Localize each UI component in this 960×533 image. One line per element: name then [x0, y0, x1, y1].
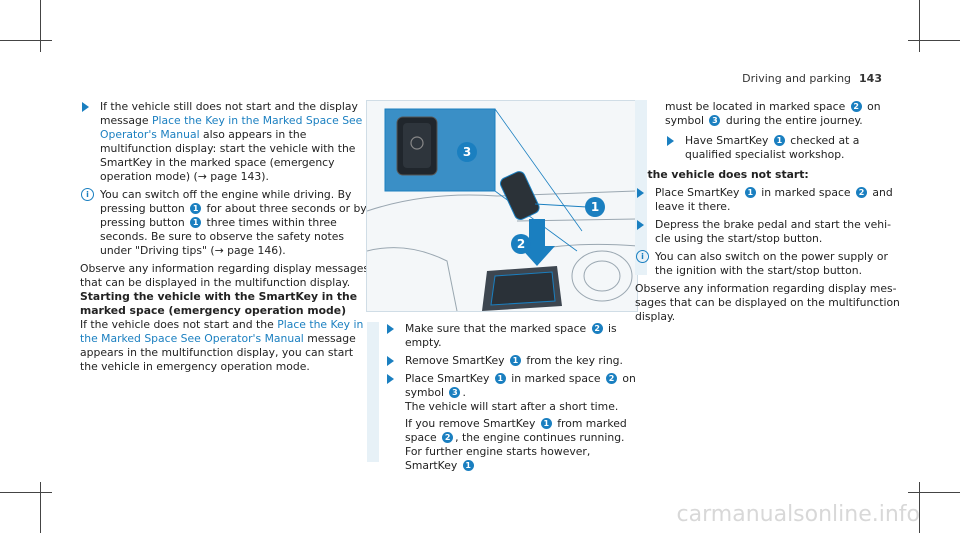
page-header: Driving and parking 143: [742, 72, 882, 85]
callout-number: 1: [773, 135, 785, 146]
section-heading: Starting the vehicle with the SmartKey i…: [80, 290, 358, 317]
crop-mark: [919, 0, 920, 52]
callout-number: 1: [462, 460, 474, 471]
page-number: 143: [859, 72, 882, 85]
step-bar: [367, 322, 379, 462]
step-arrow-icon: [637, 188, 644, 198]
info-icon: i: [81, 188, 94, 201]
callout-number: 1: [190, 203, 202, 214]
callout-1: 1: [591, 200, 599, 214]
display-message-link[interactable]: Place the Key in the Marked Space See Op…: [80, 318, 364, 345]
step-item: Place SmartKey 1 in marked space 2 and l…: [635, 186, 900, 214]
crop-mark: [0, 40, 52, 41]
callout-number: 1: [744, 187, 756, 198]
crop-mark: [40, 0, 41, 52]
step-arrow-icon: [82, 102, 89, 112]
callout-number: 2: [591, 323, 603, 334]
callout-number: 1: [540, 418, 552, 429]
callout-number: 2: [606, 373, 617, 384]
callout-2: 2: [517, 237, 525, 251]
crop-mark: [908, 40, 960, 41]
watermark: carmanualsonline.info: [676, 502, 920, 527]
step-arrow-icon: [637, 220, 644, 230]
callout-number: 1: [509, 355, 521, 366]
paragraph: must be located in marked space 2 on sym…: [665, 100, 881, 127]
callout-number: 2: [856, 187, 867, 198]
step-bar: [635, 100, 647, 275]
section-title: Driving and parking: [742, 72, 852, 85]
callout-number: 1: [190, 217, 202, 228]
console-svg: 3 1 2: [367, 101, 637, 311]
column-1: If the vehicle still does not start and …: [80, 100, 370, 374]
step-arrow-icon: [387, 324, 394, 334]
info-note: i You can also switch on the power suppl…: [635, 250, 900, 278]
crop-mark: [40, 482, 41, 533]
callout-number: 1: [494, 373, 506, 384]
step-arrow-icon: [667, 136, 674, 146]
step-arrow-icon: [387, 356, 394, 366]
callout-number: 3: [449, 387, 461, 398]
paragraph: The vehicle will start after a short tim…: [405, 400, 619, 413]
crop-mark: [919, 482, 920, 533]
info-icon: i: [636, 250, 649, 263]
display-message-link[interactable]: Place the Key in the Marked Space See Op…: [100, 114, 363, 141]
callout-number: 2: [442, 432, 454, 443]
step-item: Place SmartKey 1 in marked space 2 on sy…: [385, 372, 637, 473]
step-item: Depress the brake pedal and start the ve…: [635, 218, 900, 246]
callout-number: 3: [709, 115, 721, 126]
console-illustration: 3 1 2: [366, 100, 638, 312]
paragraph: Observe any information regarding displa…: [635, 282, 900, 323]
step-arrow-icon: [387, 374, 394, 384]
step-item: Make sure that the marked space 2 is emp…: [385, 322, 637, 350]
info-note: i You can switch off the engine while dr…: [80, 188, 370, 258]
column-3: must be located in marked space 2 on sym…: [635, 100, 900, 324]
paragraph: If you remove SmartKey 1 from marked spa…: [405, 417, 627, 472]
step-item: If the vehicle still does not start and …: [80, 100, 370, 184]
column-2: Make sure that the marked space 2 is emp…: [367, 322, 637, 472]
crop-mark: [908, 492, 960, 493]
step-item: Remove SmartKey 1 from the key ring.: [385, 354, 637, 368]
paragraph: Observe any information regarding displa…: [80, 262, 370, 289]
callout-3: 3: [463, 145, 471, 159]
callout-number: 2: [850, 101, 862, 112]
section-heading: If the vehicle does not start:: [635, 168, 809, 181]
crop-mark: [0, 492, 52, 493]
step-item: Have SmartKey 1 checked at a qualified s…: [665, 134, 900, 162]
paragraph: If the vehicle does not start and the Pl…: [80, 318, 364, 373]
